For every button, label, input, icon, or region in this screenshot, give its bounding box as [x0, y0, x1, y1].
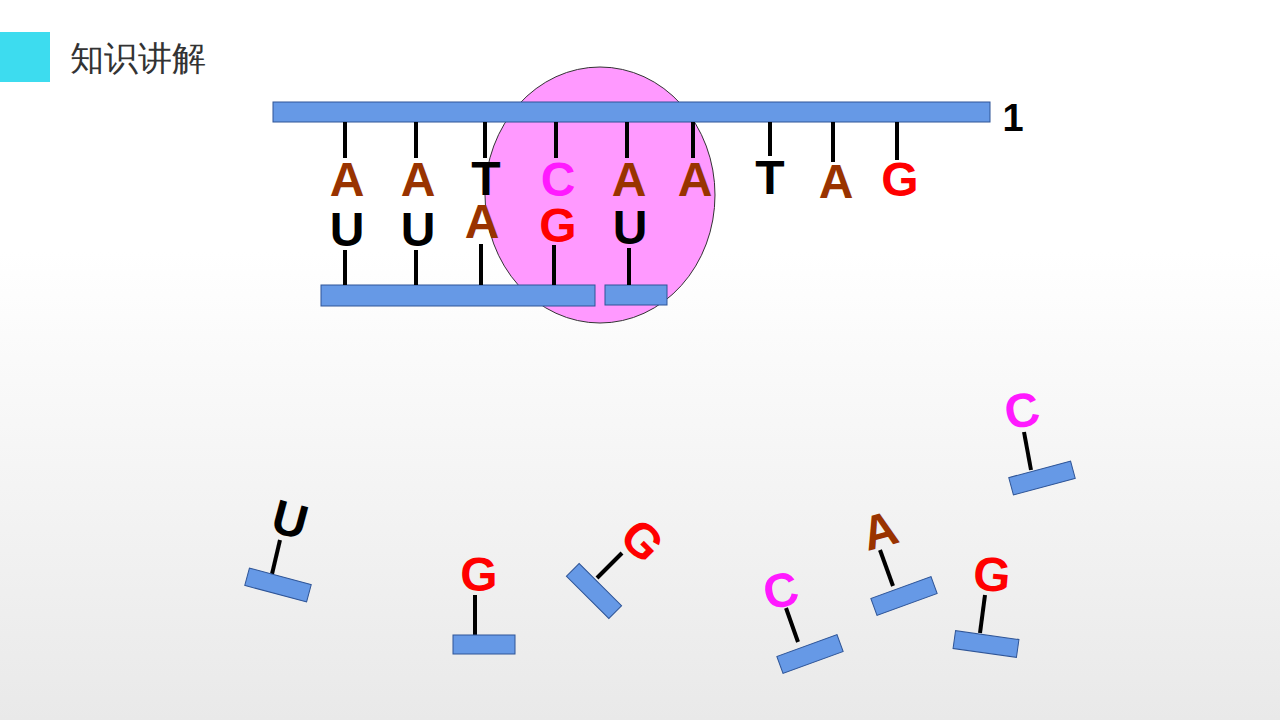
base-letter: T — [471, 155, 500, 203]
dna-strand — [273, 102, 990, 122]
base-letter: U — [267, 492, 313, 547]
base-letter: A — [678, 156, 713, 204]
base-sticks — [272, 122, 1031, 642]
base-letter: G — [881, 156, 918, 204]
rna-strand — [321, 285, 595, 306]
base-letter: A — [465, 198, 500, 246]
base-letter: G — [460, 551, 497, 599]
base-letter: T — [755, 154, 784, 202]
base-letter: A — [401, 156, 436, 204]
base-letter: G — [971, 549, 1012, 600]
header-mark — [0, 32, 50, 82]
base-letter: C — [759, 564, 803, 618]
base-letter: G — [612, 511, 672, 571]
base-letter: U — [613, 204, 648, 252]
base-letter: A — [819, 158, 854, 206]
base-letter: A — [612, 156, 647, 204]
base-letter: G — [539, 202, 576, 250]
base-letter: U — [330, 206, 365, 254]
callout-number: 1 — [1002, 99, 1023, 137]
base-letter: A — [857, 503, 903, 558]
base-letter: C — [1001, 384, 1043, 437]
base-letter: U — [401, 206, 436, 254]
slide-title: 知识讲解 — [70, 38, 206, 78]
rna-nucleotide-backbone — [605, 285, 667, 305]
base-letter: A — [330, 156, 365, 204]
free-nucleotides — [245, 461, 1075, 673]
base-letter: C — [541, 156, 576, 204]
